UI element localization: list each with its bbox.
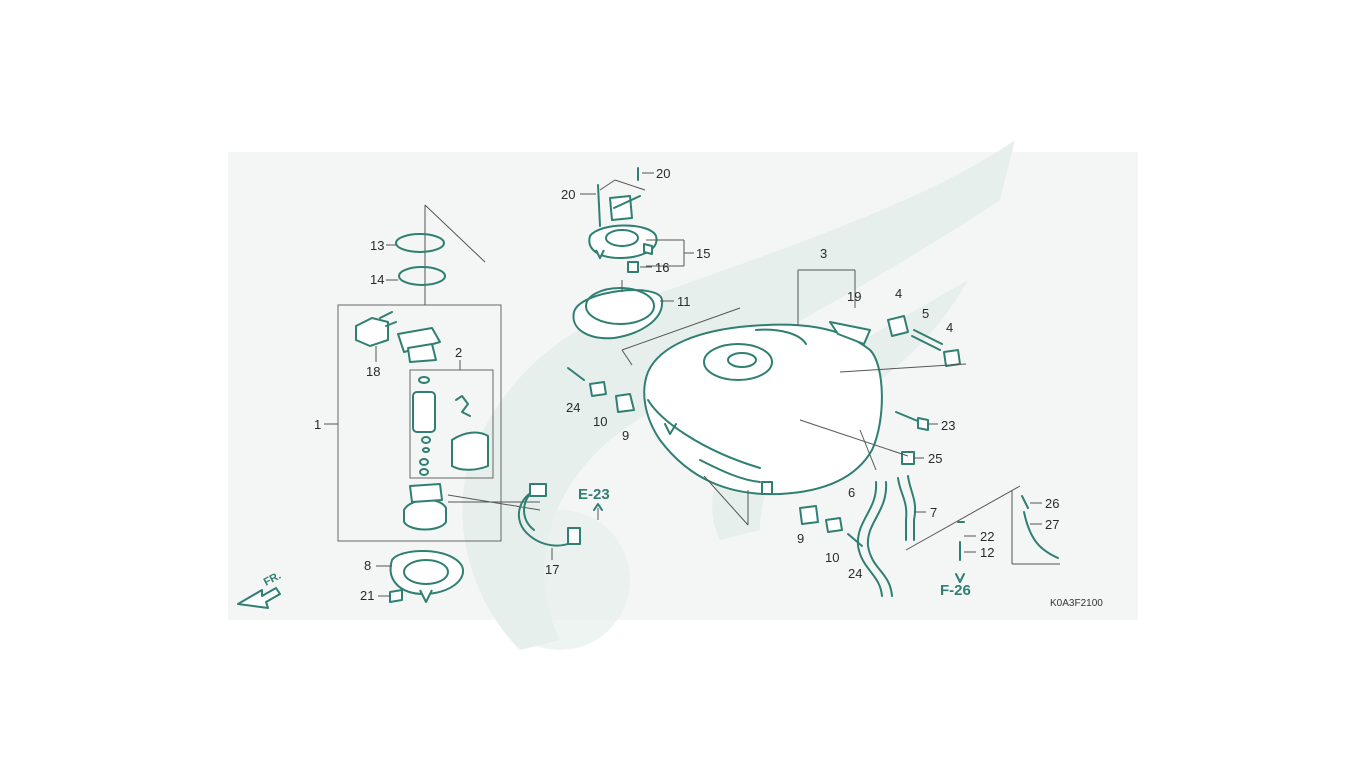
callout-21: 21 bbox=[360, 588, 374, 603]
bolt-24-upper bbox=[567, 367, 585, 381]
callout-23: 23 bbox=[941, 418, 955, 433]
cushion-4-b bbox=[943, 349, 961, 367]
callout-6: 6 bbox=[848, 485, 855, 500]
collar-10-lower bbox=[825, 517, 843, 533]
diagram-code: K0A3F2100 bbox=[1050, 598, 1103, 609]
callout-9-b: 9 bbox=[797, 531, 804, 546]
overflow-tube-7 bbox=[897, 477, 908, 541]
rubber-9-upper bbox=[615, 393, 635, 413]
pump-assembly-box bbox=[337, 304, 502, 542]
tank-emblem-19 bbox=[829, 321, 871, 345]
callout-15: 15 bbox=[696, 246, 710, 261]
fuel-pump-group bbox=[337, 204, 603, 603]
callout-24-a: 24 bbox=[566, 400, 580, 415]
cushion-4-a bbox=[887, 315, 909, 337]
fuel-tank-group bbox=[567, 269, 1060, 597]
fuel-filter-18 bbox=[355, 317, 389, 347]
callout-27: 27 bbox=[1045, 517, 1059, 532]
callout-12: 12 bbox=[980, 545, 994, 560]
callout-22: 22 bbox=[980, 529, 994, 544]
callout-11: 11 bbox=[677, 294, 691, 309]
breather-tube-6 bbox=[856, 481, 883, 597]
callout-24-b: 24 bbox=[848, 566, 862, 581]
callout-20-b: 20 bbox=[656, 166, 670, 181]
callout-17: 17 bbox=[545, 562, 559, 577]
callout-10-b: 10 bbox=[825, 550, 839, 565]
callout-8: 8 bbox=[364, 558, 371, 573]
watermark-logo bbox=[462, 140, 1015, 650]
nut-21 bbox=[389, 589, 403, 603]
callout-16: 16 bbox=[655, 260, 669, 275]
clip-25 bbox=[901, 451, 915, 465]
rubber-9-lower bbox=[799, 505, 819, 525]
fuel-hose-17 bbox=[518, 489, 576, 547]
fuel-tank-3 bbox=[643, 323, 883, 496]
callout-10-a: 10 bbox=[593, 414, 607, 429]
callout-7: 7 bbox=[930, 505, 937, 520]
callout-4-b: 4 bbox=[946, 320, 953, 335]
collar-10-upper bbox=[589, 381, 607, 397]
gasket-13 bbox=[395, 233, 445, 253]
drain-tube-16 bbox=[627, 261, 639, 273]
callout-20-a: 20 bbox=[561, 187, 575, 202]
callouts: 1 2 3 4 4 5 6 7 8 9 9 10 10 11 12 13 14 … bbox=[314, 166, 1059, 603]
filler-collar-11 bbox=[572, 289, 664, 340]
callout-2: 2 bbox=[455, 345, 462, 360]
reference-e23[interactable]: E-23 bbox=[578, 486, 610, 503]
callout-9-a: 9 bbox=[622, 428, 629, 443]
callout-25: 25 bbox=[928, 451, 942, 466]
callout-4-a: 4 bbox=[895, 286, 902, 301]
drain-tube-27 bbox=[1023, 511, 1059, 559]
screw-20-left bbox=[597, 184, 601, 227]
pump-strainer bbox=[451, 431, 489, 471]
front-arrow: FR. bbox=[237, 570, 283, 609]
bolt-23 bbox=[895, 411, 921, 423]
callout-26: 26 bbox=[1045, 496, 1059, 511]
clip-26 bbox=[1021, 495, 1029, 509]
fuel-cap-group bbox=[572, 167, 741, 366]
callout-3: 3 bbox=[820, 246, 827, 261]
callout-18: 18 bbox=[366, 364, 380, 379]
callout-13: 13 bbox=[370, 238, 384, 253]
reference-f26[interactable]: F-26 bbox=[940, 582, 971, 599]
fuel-pump-motor bbox=[412, 391, 436, 433]
seal-ring-14 bbox=[398, 266, 446, 286]
pump-base-unit bbox=[403, 499, 447, 531]
callout-14: 14 bbox=[370, 272, 384, 287]
callout-1: 1 bbox=[314, 417, 321, 432]
pump-subassembly-box bbox=[409, 369, 494, 479]
pump-setting-plate-8 bbox=[389, 550, 465, 595]
callout-19: 19 bbox=[847, 289, 861, 304]
tank-mount-tab bbox=[664, 423, 677, 435]
callout-5: 5 bbox=[922, 306, 929, 321]
bolt-24-lower bbox=[847, 533, 863, 547]
collar-5 bbox=[911, 335, 941, 351]
